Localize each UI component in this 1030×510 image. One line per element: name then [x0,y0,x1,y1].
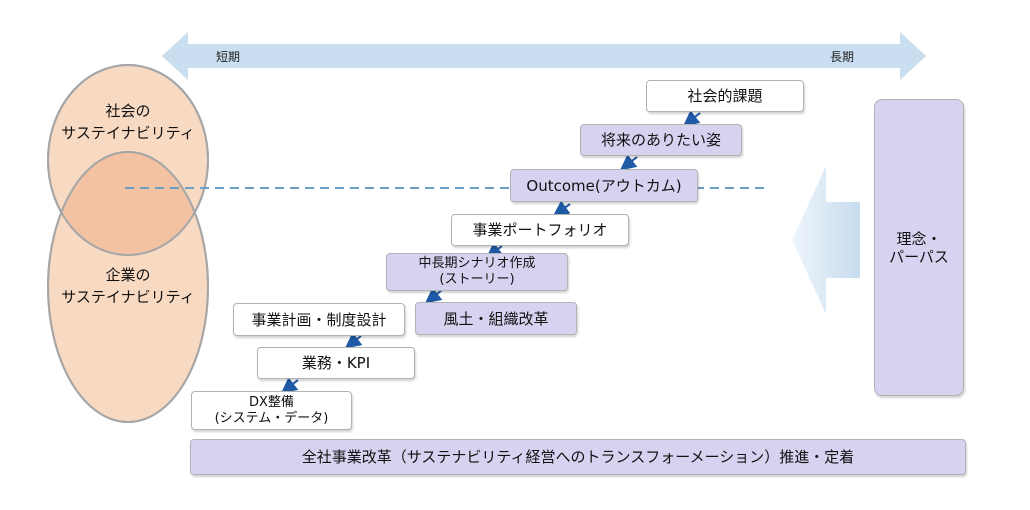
box-scenario-line1: 中長期シナリオ作成 [418,256,536,271]
society-circle-label: 社会の サステイナビリティ [48,100,208,144]
connector-arrow [619,154,638,171]
connector-arrow [682,110,701,127]
society-label-line2: サステイナビリティ [61,124,195,142]
box-ideal-future: 将来のありたい姿 [580,124,742,156]
connector-arrow [280,377,299,394]
connector-arrow [552,200,571,217]
box-purpose-line2: パーパス [889,247,949,266]
box-ideal-future-label: 将来のありたい姿 [600,131,721,149]
box-dx-line1: DX整備 [249,394,294,410]
box-purpose: 理念・ パーパス [874,99,964,396]
box-social-issue: 社会的課題 [646,80,804,112]
bottom-transformation-bar: 全社事業改革（サステナビリティ経営へのトランスフォーメーション）推進・定着 [190,439,966,475]
box-social-issue-label: 社会的課題 [687,87,763,105]
timeline-arrow [162,32,926,80]
bottom-transformation-label: 全社事業改革（サステナビリティ経営へのトランスフォーメーション）推進・定着 [301,448,855,466]
timeline-start-label: 短期 [216,50,241,64]
box-culture-reform: 風土・組織改革 [415,302,577,335]
box-kpi-label: 業務・KPI [301,354,371,372]
box-outcome: Outcome(アウトカム) [510,169,698,202]
box-scenario: 中長期シナリオ作成 (ストーリー) [386,253,568,291]
box-scenario-line2: (ストーリー) [439,272,515,287]
box-dx-line2: (システム・データ) [214,410,329,426]
box-dx: DX整備 (システム・データ) [191,391,352,430]
box-business-portfolio-label: 事業ポートフォリオ [472,221,608,239]
box-outcome-label: Outcome(アウトカム) [526,176,682,195]
company-label-line1: 企業の [105,266,151,284]
box-business-planning-label: 事業計画・制度設計 [251,310,387,329]
company-label-line2: サステイナビリティ [61,288,195,306]
box-purpose-line1: 理念・ [896,229,942,248]
circle-overlap [48,152,208,255]
box-kpi: 業務・KPI [257,347,415,379]
company-circle-label: 企業の サステイナビリティ [48,264,208,308]
box-business-portfolio: 事業ポートフォリオ [451,214,629,246]
box-culture-reform-label: 風土・組織改革 [443,309,549,328]
connector-arrow [344,332,363,349]
connector-arrow [424,287,443,304]
timeline-end-label: 長期 [830,50,855,64]
purpose-arrow [792,166,860,314]
society-label-line1: 社会の [105,102,151,120]
box-business-planning: 事業計画・制度設計 [233,303,405,336]
